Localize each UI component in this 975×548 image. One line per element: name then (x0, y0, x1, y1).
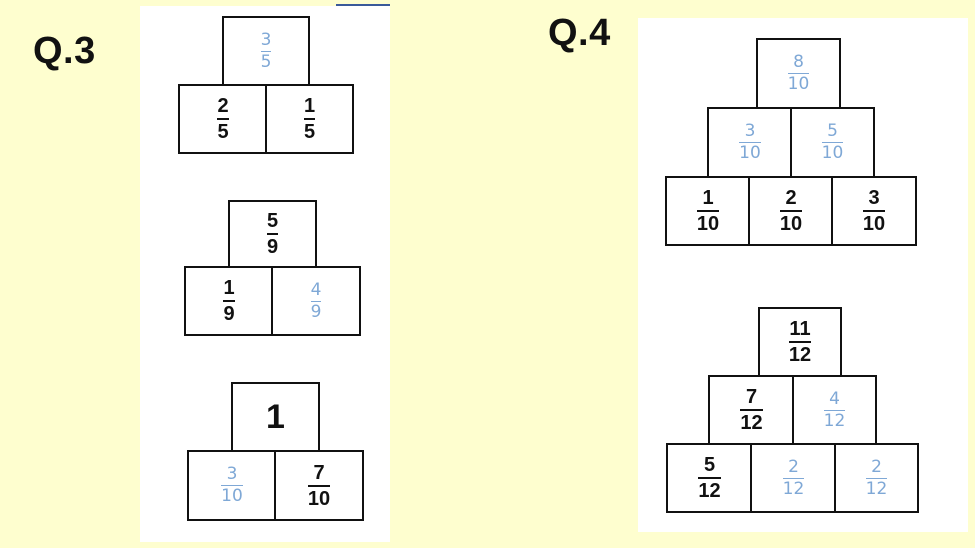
panel-edge-line (336, 4, 390, 6)
q3-b-bottom-right-fraction: 4 9 (310, 279, 322, 322)
q4-b-middle-right-fraction: 4 12 (823, 388, 846, 431)
q3-a-bottom-right-box[interactable]: 1 5 (265, 84, 354, 154)
q3-c-top-whole-number: 1 (266, 397, 285, 436)
q4-b-bottom-middle-fraction: 2 12 (782, 456, 805, 499)
q4-b-bottom-right-fraction: 2 12 (865, 456, 888, 499)
q3-c-top-box[interactable]: 1 (231, 382, 320, 452)
q4-a-bottom-left-fraction: 1 10 (696, 187, 720, 235)
q4-b-bottom-left-fraction: 5 12 (698, 454, 721, 502)
q4-a-bottom-right-box[interactable]: 3 10 (831, 176, 917, 246)
q4-a-middle-left-box[interactable]: 3 10 (707, 107, 792, 178)
q3-a-bottom-right-fraction: 1 5 (303, 95, 316, 143)
q3-b-bottom-left-box[interactable]: 1 9 (184, 266, 273, 336)
q3-c-bottom-right-fraction: 7 10 (307, 461, 331, 510)
q4-a-bottom-right-fraction: 3 10 (862, 187, 886, 235)
q4-b-middle-right-box[interactable]: 4 12 (792, 375, 877, 445)
q4-b-top-box[interactable]: 11 12 (758, 307, 842, 377)
q3-a-bottom-left-fraction: 2 5 (217, 95, 229, 143)
q3-b-top-fraction: 5 9 (266, 210, 279, 258)
q4-b-bottom-right-box[interactable]: 2 12 (834, 443, 919, 513)
q4-a-middle-right-fraction: 5 10 (821, 121, 844, 163)
q3-a-top-box[interactable]: 3 5 (222, 16, 310, 86)
q4-a-top-fraction: 8 10 (787, 52, 810, 94)
q3-c-bottom-left-box[interactable]: 3 10 (187, 450, 276, 521)
q4-b-top-fraction: 11 12 (788, 318, 812, 366)
q3-a-top-fraction: 3 5 (260, 29, 272, 72)
q4-a-bottom-left-box[interactable]: 1 10 (665, 176, 750, 246)
q4-b-bottom-middle-box[interactable]: 2 12 (750, 443, 836, 513)
q4-a-bottom-middle-box[interactable]: 2 10 (748, 176, 833, 246)
q3-b-bottom-right-box[interactable]: 4 9 (271, 266, 361, 336)
q4-b-middle-left-box[interactable]: 7 12 (708, 375, 794, 445)
q3-label: Q.3 (33, 30, 96, 72)
q4-b-middle-left-fraction: 7 12 (740, 386, 763, 434)
q4-a-top-box[interactable]: 8 10 (756, 38, 841, 109)
q4-a-middle-left-fraction: 3 10 (739, 121, 761, 163)
q4-label: Q.4 (548, 12, 611, 54)
q3-b-bottom-left-fraction: 1 9 (223, 277, 235, 325)
q4-b-bottom-left-box[interactable]: 5 12 (666, 443, 752, 513)
q3-c-bottom-right-box[interactable]: 7 10 (274, 450, 364, 521)
q3-c-bottom-left-fraction: 3 10 (221, 464, 243, 506)
q4-a-bottom-middle-fraction: 2 10 (779, 187, 803, 235)
q3-b-top-box[interactable]: 5 9 (228, 200, 317, 268)
q3-a-bottom-left-box[interactable]: 2 5 (178, 84, 267, 154)
q4-a-middle-right-box[interactable]: 5 10 (790, 107, 875, 178)
